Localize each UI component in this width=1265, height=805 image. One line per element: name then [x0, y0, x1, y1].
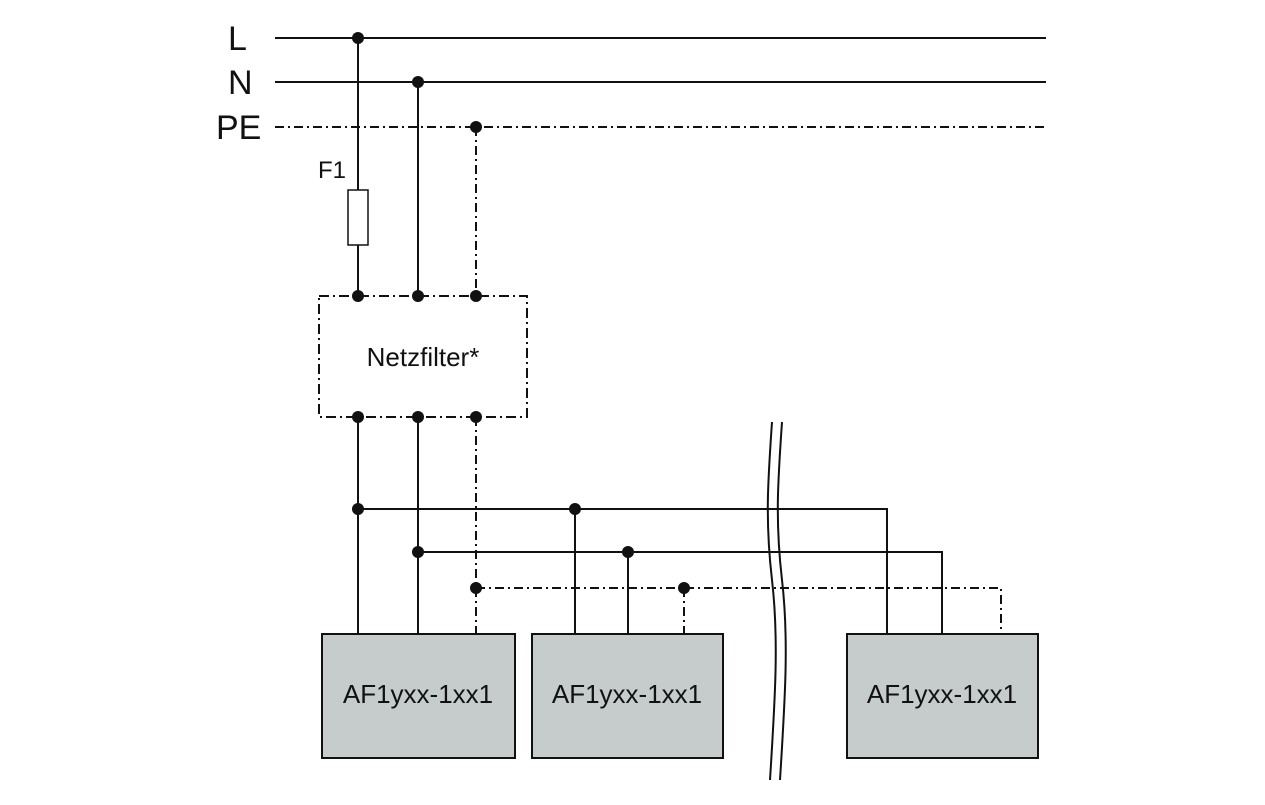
bus-label-n: N — [228, 64, 253, 102]
junction-dot — [569, 503, 581, 515]
junction-dot — [412, 546, 424, 558]
break-mark-right — [776, 421, 787, 781]
bus-label-pe: PE — [216, 109, 261, 147]
junction-dot — [412, 290, 424, 302]
netzfilter-label: Netzfilter* — [367, 342, 480, 372]
junction-dot — [352, 32, 364, 44]
bus-label-l: L — [228, 20, 247, 58]
rail-l — [358, 508, 888, 634]
device-box-2 — [531, 633, 724, 759]
junction-dots — [352, 32, 690, 594]
device-label-3: AF1yxx-1xx1 — [867, 679, 1017, 709]
device-label-1: AF1yxx-1xx1 — [343, 679, 493, 709]
fuse-label: F1 — [318, 157, 346, 184]
device-box-1 — [321, 633, 516, 759]
junction-dot — [352, 411, 364, 423]
junction-dot — [622, 546, 634, 558]
fuse-symbol — [347, 189, 369, 246]
junction-dot — [470, 582, 482, 594]
junction-dot — [352, 503, 364, 515]
junction-dot — [412, 411, 424, 423]
junction-dot — [470, 411, 482, 423]
junction-dot — [470, 290, 482, 302]
break-mark-left — [766, 421, 777, 781]
rail-n — [418, 551, 943, 634]
junction-dot — [470, 121, 482, 133]
device-label-2: AF1yxx-1xx1 — [552, 679, 702, 709]
junction-dot — [412, 76, 424, 88]
device-box-3 — [846, 633, 1039, 759]
rail-pe — [476, 587, 1002, 634]
junction-dot — [352, 290, 364, 302]
junction-dot — [678, 582, 690, 594]
